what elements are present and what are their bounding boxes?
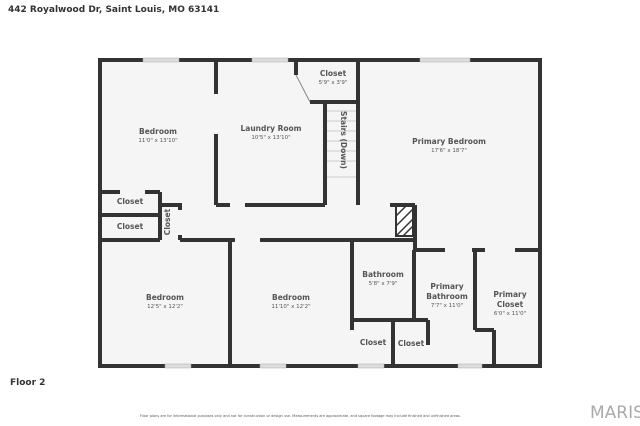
room-dims: 6'0" x 11'0" xyxy=(494,311,526,317)
room-name: Bathroom xyxy=(426,292,468,301)
room-name: Bedroom xyxy=(272,293,310,302)
room-dims: 11'10" x 12'2" xyxy=(271,304,310,310)
closet-door xyxy=(295,74,311,103)
room-name: Closet xyxy=(497,300,524,309)
room-dims: 12'5" x 12'2" xyxy=(147,304,183,310)
room-dims: 7'7" x 11'0" xyxy=(431,303,463,309)
windows xyxy=(142,57,483,369)
room-name: Bathroom xyxy=(362,270,404,279)
floor-label: Floor 2 xyxy=(10,378,46,388)
maris-logo: MARIS xyxy=(590,403,640,423)
chimney-hatch xyxy=(395,205,414,237)
address-title: 442 Royalwood Dr, Saint Louis, MO 63141 xyxy=(8,5,220,15)
room-dims: 10'5" x 13'10" xyxy=(251,135,290,141)
floor-area xyxy=(100,60,540,366)
room-dims: 5'9" x 3'9" xyxy=(319,80,348,86)
room-name: Closet xyxy=(117,222,144,231)
room-name: Closet xyxy=(398,339,425,348)
room-name: Primary xyxy=(430,282,463,291)
room-name: Closet xyxy=(163,208,172,235)
room-name: Bedroom xyxy=(139,127,177,136)
room-name: Primary xyxy=(493,290,526,299)
room-name: Closet xyxy=(117,197,144,206)
room-name: Laundry Room xyxy=(241,124,302,133)
room-dims: 5'8" x 7'9" xyxy=(369,281,398,287)
walls xyxy=(98,58,542,368)
room-name: Closet xyxy=(360,338,387,347)
room-dims: 17'6" x 18'7" xyxy=(431,148,467,154)
room-name: Closet xyxy=(320,69,347,78)
disclaimer: Floor plans are for informational purpos… xyxy=(140,414,461,418)
room-name: Primary Bedroom xyxy=(412,137,486,146)
stair-treads xyxy=(327,110,356,178)
room-dims: 11'0" x 13'10" xyxy=(138,138,177,144)
room-name: Bedroom xyxy=(146,293,184,302)
stairs-label: Stairs (Down) xyxy=(339,111,348,169)
